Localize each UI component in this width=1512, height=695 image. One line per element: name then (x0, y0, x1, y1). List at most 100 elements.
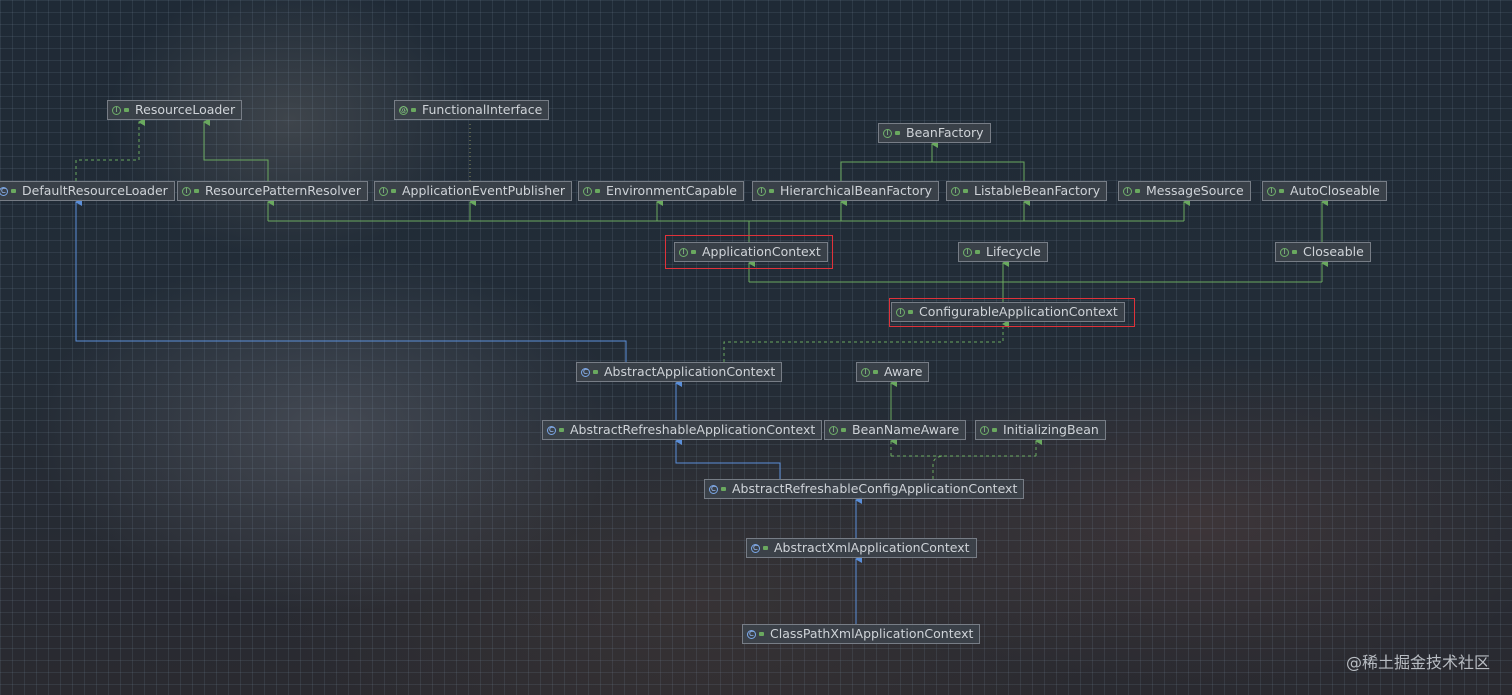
node-abstract-refreshable-application-context[interactable]: C AbstractRefreshableApplicationContext (542, 420, 823, 440)
node-label: BeanFactory (906, 125, 984, 140)
node-class-path-xml-application-context[interactable]: C ClassPathXmlApplicationContext (742, 624, 981, 644)
interface-icon: I (963, 247, 972, 257)
node-label: Lifecycle (986, 244, 1041, 259)
edge-listable-to-bean-factory (932, 161, 1025, 181)
node-label: ResourcePatternResolver (205, 183, 361, 198)
node-initializing-bean[interactable]: I InitializingBean (975, 420, 1106, 440)
visibility-icon (124, 108, 129, 112)
interface-icon: I (1267, 186, 1276, 196)
interface-icon: I (679, 247, 688, 257)
visibility-icon (194, 189, 199, 193)
interface-icon: I (1123, 186, 1132, 196)
interface-icon: I (379, 186, 388, 196)
annotation-icon: @ (399, 105, 408, 115)
visibility-icon (769, 189, 774, 193)
interface-icon: I (883, 128, 892, 138)
node-label: HierarchicalBeanFactory (780, 183, 933, 198)
node-abstract-refreshable-config-application-context[interactable]: C AbstractRefreshableConfigApplicationCo… (704, 479, 1025, 499)
node-auto-closeable[interactable]: I AutoCloseable (1262, 181, 1387, 201)
visibility-icon (759, 632, 764, 636)
node-resource-pattern-resolver[interactable]: I ResourcePatternResolver (177, 181, 368, 201)
highlight-box-application-context (665, 235, 833, 269)
interface-icon: I (1280, 247, 1289, 257)
visibility-icon (873, 370, 878, 374)
node-aware[interactable]: I Aware (856, 362, 930, 382)
visibility-icon (963, 189, 968, 193)
highlight-box-configurable-application-context (889, 298, 1135, 327)
edge-abstract-app-context-to-default-resource-loader (75, 198, 627, 362)
class-icon: C (751, 543, 760, 553)
visibility-icon (895, 131, 900, 135)
node-abstract-xml-application-context[interactable]: C AbstractXmlApplicationContext (746, 538, 977, 558)
visibility-icon (691, 250, 696, 254)
edge-abstract-app-context-to-configurable (723, 320, 1009, 362)
visibility-icon (1292, 250, 1297, 254)
node-application-event-publisher[interactable]: I ApplicationEventPublisher (374, 181, 573, 201)
class-icon: C (581, 367, 590, 377)
node-label: AbstractXmlApplicationContext (774, 540, 970, 555)
node-application-context[interactable]: I ApplicationContext (674, 242, 828, 262)
visibility-icon (1279, 189, 1284, 193)
visibility-icon (975, 250, 980, 254)
node-abstract-application-context[interactable]: C AbstractApplicationContext (576, 362, 783, 382)
node-label: ClassPathXmlApplicationContext (770, 626, 974, 641)
visibility-icon (721, 487, 726, 491)
visibility-icon (763, 546, 768, 550)
node-lifecycle[interactable]: I Lifecycle (958, 242, 1048, 262)
node-label: AutoCloseable (1290, 183, 1380, 198)
class-icon: C (0, 186, 8, 196)
node-environment-capable[interactable]: I EnvironmentCapable (578, 181, 744, 201)
edge-default-resource-loader-to-resource-loader (75, 118, 145, 181)
edge-refreshable-config-to-aware-bus (932, 455, 1036, 479)
node-label: AbstractRefreshableApplicationContext (570, 422, 816, 437)
interface-icon: I (861, 367, 870, 377)
node-label: BeanNameAware (852, 422, 960, 437)
node-label: DefaultResourceLoader (22, 183, 168, 198)
node-label: ApplicationContext (702, 244, 821, 259)
interface-icon: I (112, 105, 121, 115)
node-default-resource-loader[interactable]: C DefaultResourceLoader (0, 181, 175, 201)
visibility-icon (11, 189, 16, 193)
edge-hierarchical-to-bean-factory (840, 140, 938, 181)
watermark: @稀土掘金技术社区 (1345, 653, 1490, 672)
node-closeable[interactable]: I Closeable (1275, 242, 1371, 262)
node-label: EnvironmentCapable (606, 183, 737, 198)
node-label: Closeable (1303, 244, 1364, 259)
node-label: ApplicationEventPublisher (402, 183, 566, 198)
visibility-icon (992, 428, 997, 432)
interface-icon: I (951, 186, 960, 196)
interface-icon: I (980, 425, 989, 435)
node-functional-interface[interactable]: @ FunctionalInterface (394, 100, 550, 120)
interface-icon: I (583, 186, 592, 196)
node-hierarchical-bean-factory[interactable]: I HierarchicalBeanFactory (752, 181, 940, 201)
visibility-icon (559, 428, 564, 432)
node-label: InitializingBean (1003, 422, 1099, 437)
node-listable-bean-factory[interactable]: I ListableBeanFactory (946, 181, 1108, 201)
interface-icon: I (757, 186, 766, 196)
node-label: ResourceLoader (135, 102, 236, 117)
node-bean-factory[interactable]: I BeanFactory (878, 123, 991, 143)
visibility-icon (411, 108, 416, 112)
interface-icon: I (182, 186, 191, 196)
node-label: MessageSource (1146, 183, 1244, 198)
interface-icon: I (829, 425, 838, 435)
edge-refreshable-config-to-refreshable (675, 437, 781, 479)
class-icon: C (747, 629, 756, 639)
node-resource-loader[interactable]: I ResourceLoader (107, 100, 243, 120)
node-label: Aware (884, 364, 923, 379)
class-icon: C (709, 484, 718, 494)
visibility-icon (908, 310, 913, 314)
edge-resource-pattern-resolver-to-resource-loader (203, 118, 269, 181)
node-configurable-application-context[interactable]: I ConfigurableApplicationContext (891, 302, 1125, 322)
visibility-icon (391, 189, 396, 193)
visibility-icon (593, 370, 598, 374)
node-message-source[interactable]: I MessageSource (1118, 181, 1251, 201)
visibility-icon (1135, 189, 1140, 193)
node-label: ConfigurableApplicationContext (919, 304, 1118, 319)
node-label: FunctionalInterface (422, 102, 543, 117)
node-bean-name-aware[interactable]: I BeanNameAware (824, 420, 967, 440)
node-label: ListableBeanFactory (974, 183, 1101, 198)
interface-icon: I (896, 307, 905, 317)
